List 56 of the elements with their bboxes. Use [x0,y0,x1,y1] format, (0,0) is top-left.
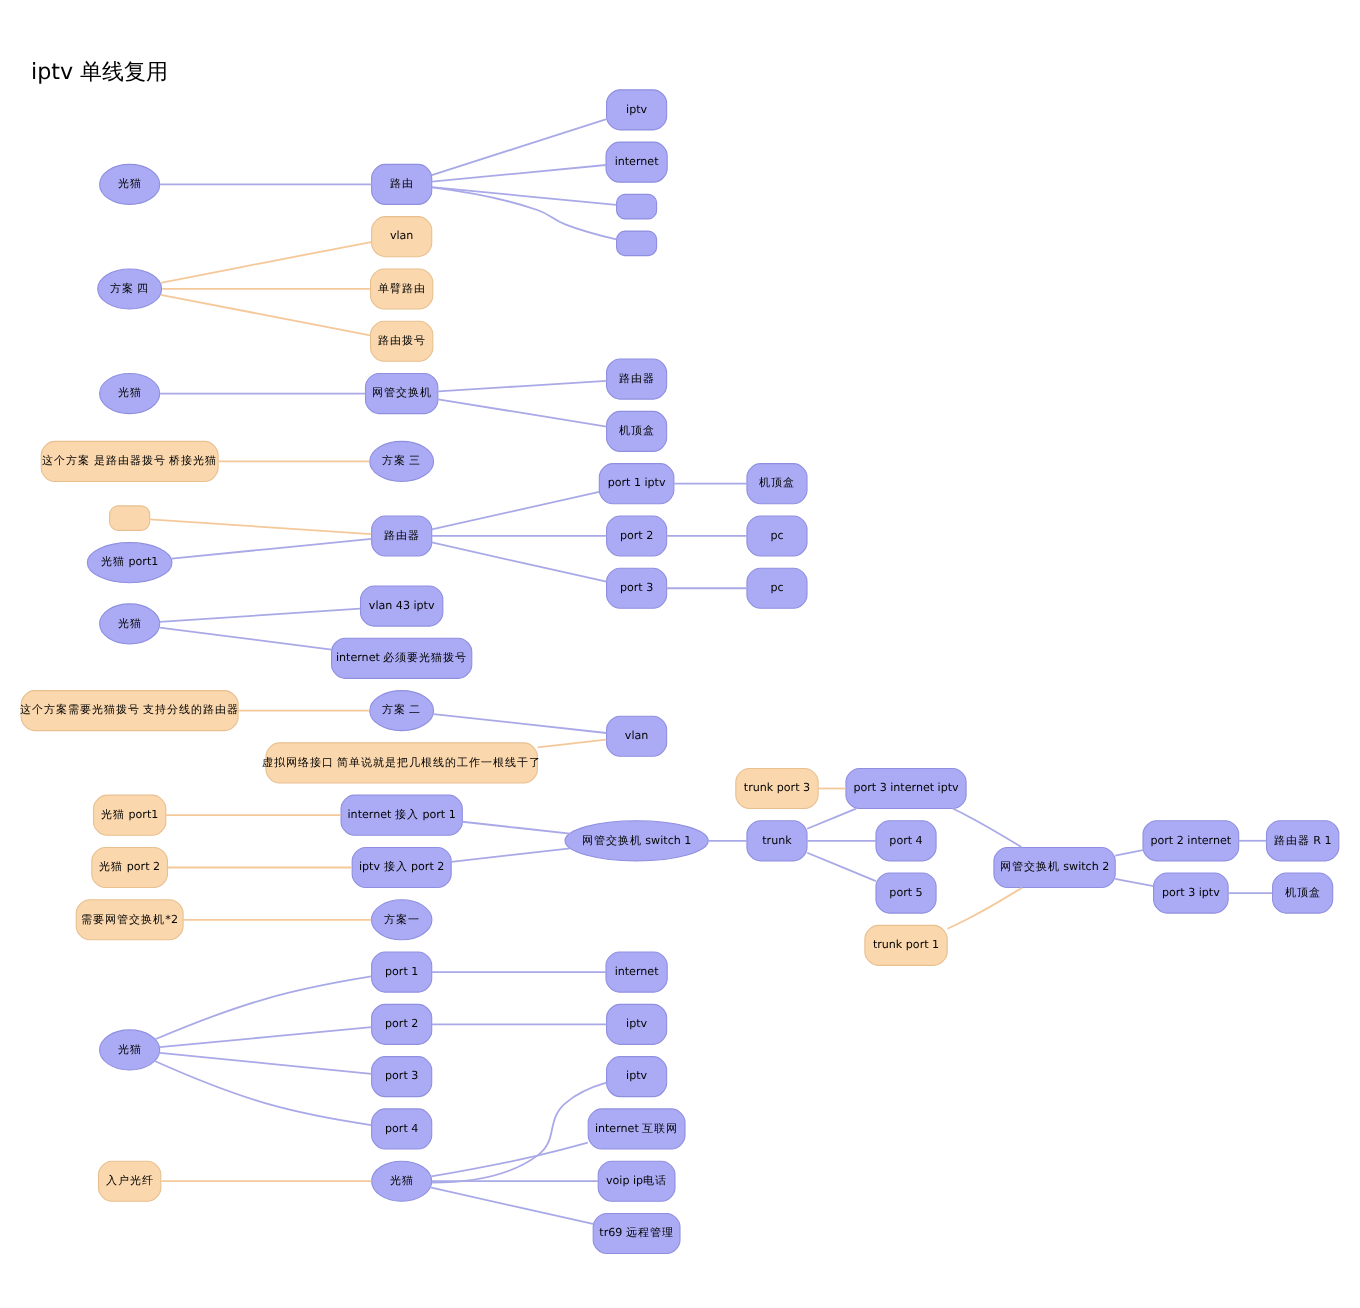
connector [430,540,608,582]
connector [430,489,601,530]
connector [159,292,371,336]
connector [665,586,748,589]
connector [159,391,367,394]
connector [158,606,361,622]
connector [673,481,748,484]
connector [430,163,607,182]
connector [951,806,1023,848]
connector [1237,838,1268,841]
connector [237,708,371,711]
connector [430,117,608,175]
connector [430,970,607,972]
connector [806,838,877,841]
connector [429,1185,594,1224]
connector [806,850,877,882]
connector [148,517,373,534]
connector [158,1050,373,1074]
connector [665,534,748,536]
connector [182,917,373,920]
connector [461,819,571,834]
connector [432,712,608,733]
connector [430,1140,589,1177]
node-box [616,229,658,256]
connector [430,534,608,536]
connector [158,1025,373,1048]
connector [431,1080,608,1183]
connector [707,838,748,841]
connector [430,185,618,205]
connector [1114,848,1144,856]
connector [437,397,608,427]
connector [437,379,608,392]
connector [158,625,333,650]
connector [536,737,608,748]
connector [430,185,618,240]
node-box [109,504,151,530]
connector [806,806,857,829]
connector [430,1179,599,1182]
connector [217,459,371,462]
connector [1114,877,1155,887]
connector [165,813,342,816]
connector [450,846,572,862]
connector [166,865,353,868]
connector [153,1059,373,1125]
connector [154,974,373,1040]
connector [817,786,847,789]
connector [1227,891,1274,893]
connector [159,240,373,283]
connector [430,1022,608,1025]
node-box [616,192,658,219]
diagram-title: iptv 单线复用 [31,57,169,84]
connector [161,287,371,289]
connector [946,885,1023,929]
connector [160,1179,373,1182]
connector [170,536,373,559]
connector [159,182,373,185]
